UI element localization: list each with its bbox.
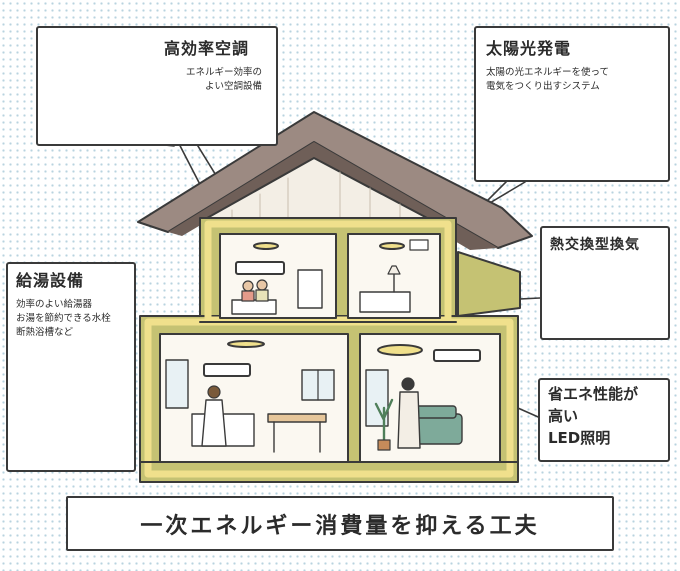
upper-right-bed [359, 291, 411, 313]
bottom-banner: 一次エネルギー消費量を抑える工夫 [66, 496, 614, 551]
led-ceiling-light [377, 344, 423, 356]
water-heating-title: 給湯設備 [16, 271, 85, 290]
air-conditioner-desc-line-1: エネルギー効率の [185, 67, 262, 78]
led-card [538, 378, 670, 462]
banner-text: 一次エネルギー消費量を抑える工夫 [140, 513, 540, 539]
air-conditioner-desc-line-2: よい空調設備 [204, 81, 262, 92]
led-title-line-1: 省エネ性能が [548, 385, 639, 403]
ventilation-card [540, 226, 670, 340]
lower-ceiling-lamp [227, 340, 265, 348]
ventilation-title: 熱交換型換気 [550, 237, 640, 253]
upper-right-vent [409, 239, 429, 251]
lower-left-window [165, 359, 189, 409]
child-head-1 [242, 280, 254, 292]
side-wall [457, 251, 521, 317]
air-conditioner-card [36, 26, 278, 146]
water-heating-card [6, 262, 136, 472]
upper-ac-unit [235, 261, 285, 275]
man-body [397, 391, 421, 449]
water-heating-desc-line-3: 断熱浴槽など [16, 327, 74, 338]
dining-table [267, 413, 327, 423]
solar-desc-line-1: 太陽の光エネルギーを使って [486, 67, 610, 78]
solar-desc-line-2: 電気をつくり出すシステム [486, 81, 600, 92]
led-title-line-2: 高い [548, 407, 579, 425]
lower-right-ac [433, 349, 481, 362]
upper-right-light [379, 242, 405, 250]
upper-ceiling-light [253, 242, 279, 250]
child-body-2 [255, 289, 269, 302]
child-body-1 [241, 290, 255, 302]
lower-ac-unit [203, 363, 251, 377]
lower-right-window [365, 369, 389, 427]
child-head-2 [256, 279, 268, 291]
water-heating-desc-line-2: お湯を節約できる水栓 [16, 313, 111, 324]
led-title-line-3: LED照明 [548, 429, 611, 447]
upper-bed [231, 299, 277, 315]
solar-card [474, 26, 670, 182]
water-heating-desc-line-1: 効率のよい給湯器 [16, 299, 93, 310]
man-head [401, 377, 415, 391]
roof [137, 111, 533, 249]
cook-head [207, 385, 221, 399]
upper-cabinet [297, 269, 323, 309]
air-conditioner-title: 高効率空調 [164, 39, 250, 58]
cook-body [201, 399, 227, 447]
solar-title: 太陽光発電 [486, 39, 572, 58]
roof-shadow [168, 142, 498, 250]
